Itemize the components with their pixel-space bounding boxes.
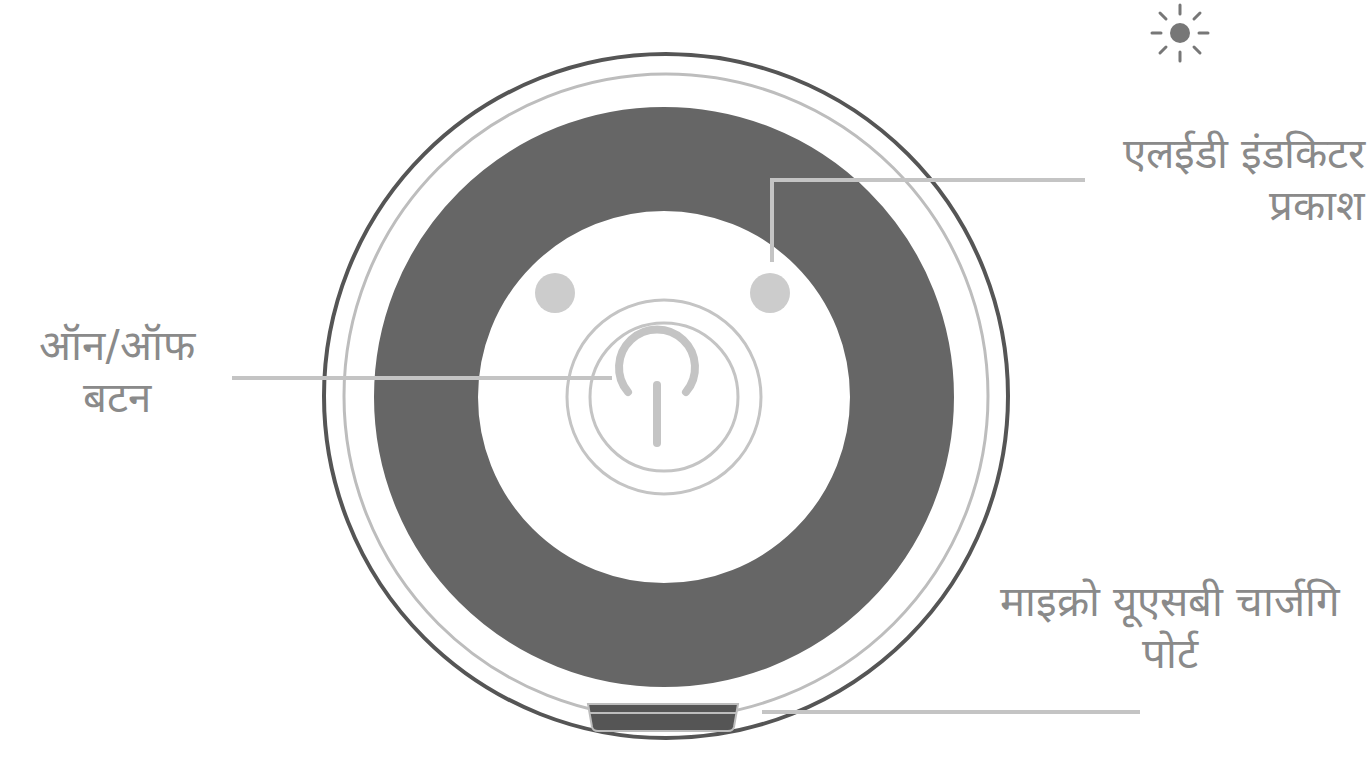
leader-line	[232, 376, 612, 380]
usb-port-edge	[590, 712, 736, 714]
dark-ring	[426, 159, 902, 635]
part-label: माइक्रो यूएसबी चार्जगि पोर्ट	[975, 576, 1365, 681]
button-rim	[567, 300, 761, 494]
leader-line	[762, 710, 1140, 714]
led-dot	[750, 273, 790, 313]
light-icon	[1152, 5, 1208, 61]
button-rim-inner	[590, 323, 738, 471]
outer-housing	[324, 54, 1008, 738]
power-symbol-bar	[653, 385, 661, 443]
part-label: ऑन/ऑफ बटन	[4, 320, 230, 425]
usb-port	[588, 704, 738, 731]
part-label: एलईडी इंडकिटर प्रकाश	[1040, 128, 1365, 233]
led-dot	[535, 273, 575, 313]
inner-rim	[344, 74, 988, 718]
leader-line	[772, 180, 1085, 262]
